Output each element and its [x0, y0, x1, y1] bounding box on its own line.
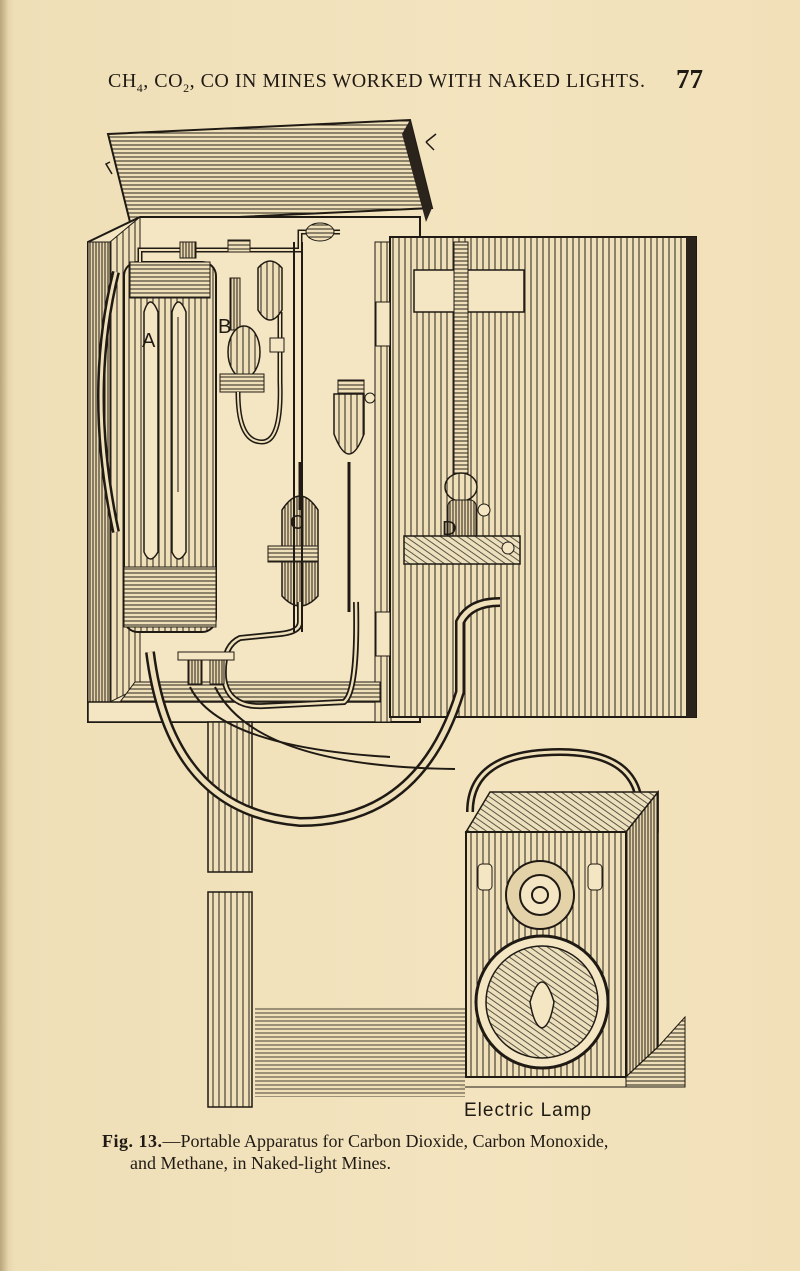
label-d: D	[442, 518, 457, 540]
label-b: B	[218, 316, 232, 338]
page-edge	[0, 0, 8, 1271]
running-head-sub-2: 2	[183, 81, 190, 95]
apparatus-engraving	[87, 118, 697, 1108]
running-head: CH4, CO2, CO IN MINES WORKED WITH NAKED …	[108, 70, 708, 104]
flexible-hoses	[97, 271, 501, 828]
burette-b	[219, 260, 285, 445]
caption-line-2: and Methane, in Naked-light Mines.	[130, 1153, 391, 1173]
caption-line-1: —Portable Apparatus for Carbon Dioxide, …	[162, 1131, 609, 1151]
electric-lamp-drawing	[460, 747, 686, 1088]
stand-post	[207, 721, 253, 1108]
gas-cylinder-a	[123, 261, 217, 633]
ground-shading	[255, 1007, 465, 1097]
running-head-co: , CO	[143, 70, 184, 92]
bottom-stopcocks	[177, 651, 235, 685]
running-head-rest: , CO IN MINES WORKED WITH NAKED LIGHTS.	[189, 70, 646, 92]
apparatus-illustration: A B C D	[80, 112, 700, 1112]
electric-lamp-label: Electric Lamp	[464, 1100, 593, 1121]
manifold-tubing	[137, 222, 340, 632]
running-head-sub-4: 4	[136, 81, 144, 95]
box-door	[375, 236, 697, 718]
label-c: C	[290, 512, 305, 534]
figure-number: Fig. 13.	[102, 1131, 163, 1151]
box-lid	[104, 118, 437, 224]
reagent-pipette	[333, 379, 376, 612]
running-head-ch: CH	[108, 70, 137, 92]
figure-caption: Fig. 13.—Portable Apparatus for Carbon D…	[102, 1130, 722, 1174]
label-a: A	[142, 330, 156, 352]
page-number: 77	[676, 64, 703, 94]
